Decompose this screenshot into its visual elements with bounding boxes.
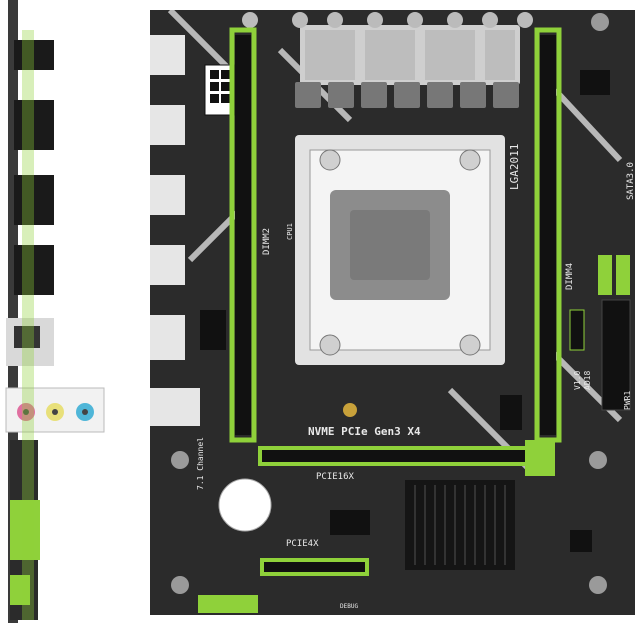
socket-label: LGA2011 [508, 143, 521, 190]
nvme-label: NVME PCIe Gen3 X4 [308, 425, 421, 438]
dimm2-label: DIMM2 [262, 227, 272, 255]
pwr-label: PWR1 [623, 390, 632, 410]
version-label: V1.0 [573, 370, 582, 390]
sata-label: SATA3.0 [626, 162, 636, 200]
side-io-panel [0, 0, 105, 623]
pcie16-label: PCIE16X [316, 472, 354, 482]
audio-label: 7.1 Channel [196, 437, 205, 490]
dimm4-label: DIMM4 [565, 262, 575, 290]
motherboard-drawing [150, 10, 635, 615]
motherboard [150, 10, 635, 615]
pcie4-label: PCIE4X [286, 539, 319, 549]
debug-label: DEBUG [340, 603, 359, 610]
cpu-label: CPU1 [286, 223, 294, 240]
io-panel-drawing [5, 0, 105, 623]
model-label: AD18 [583, 370, 592, 390]
